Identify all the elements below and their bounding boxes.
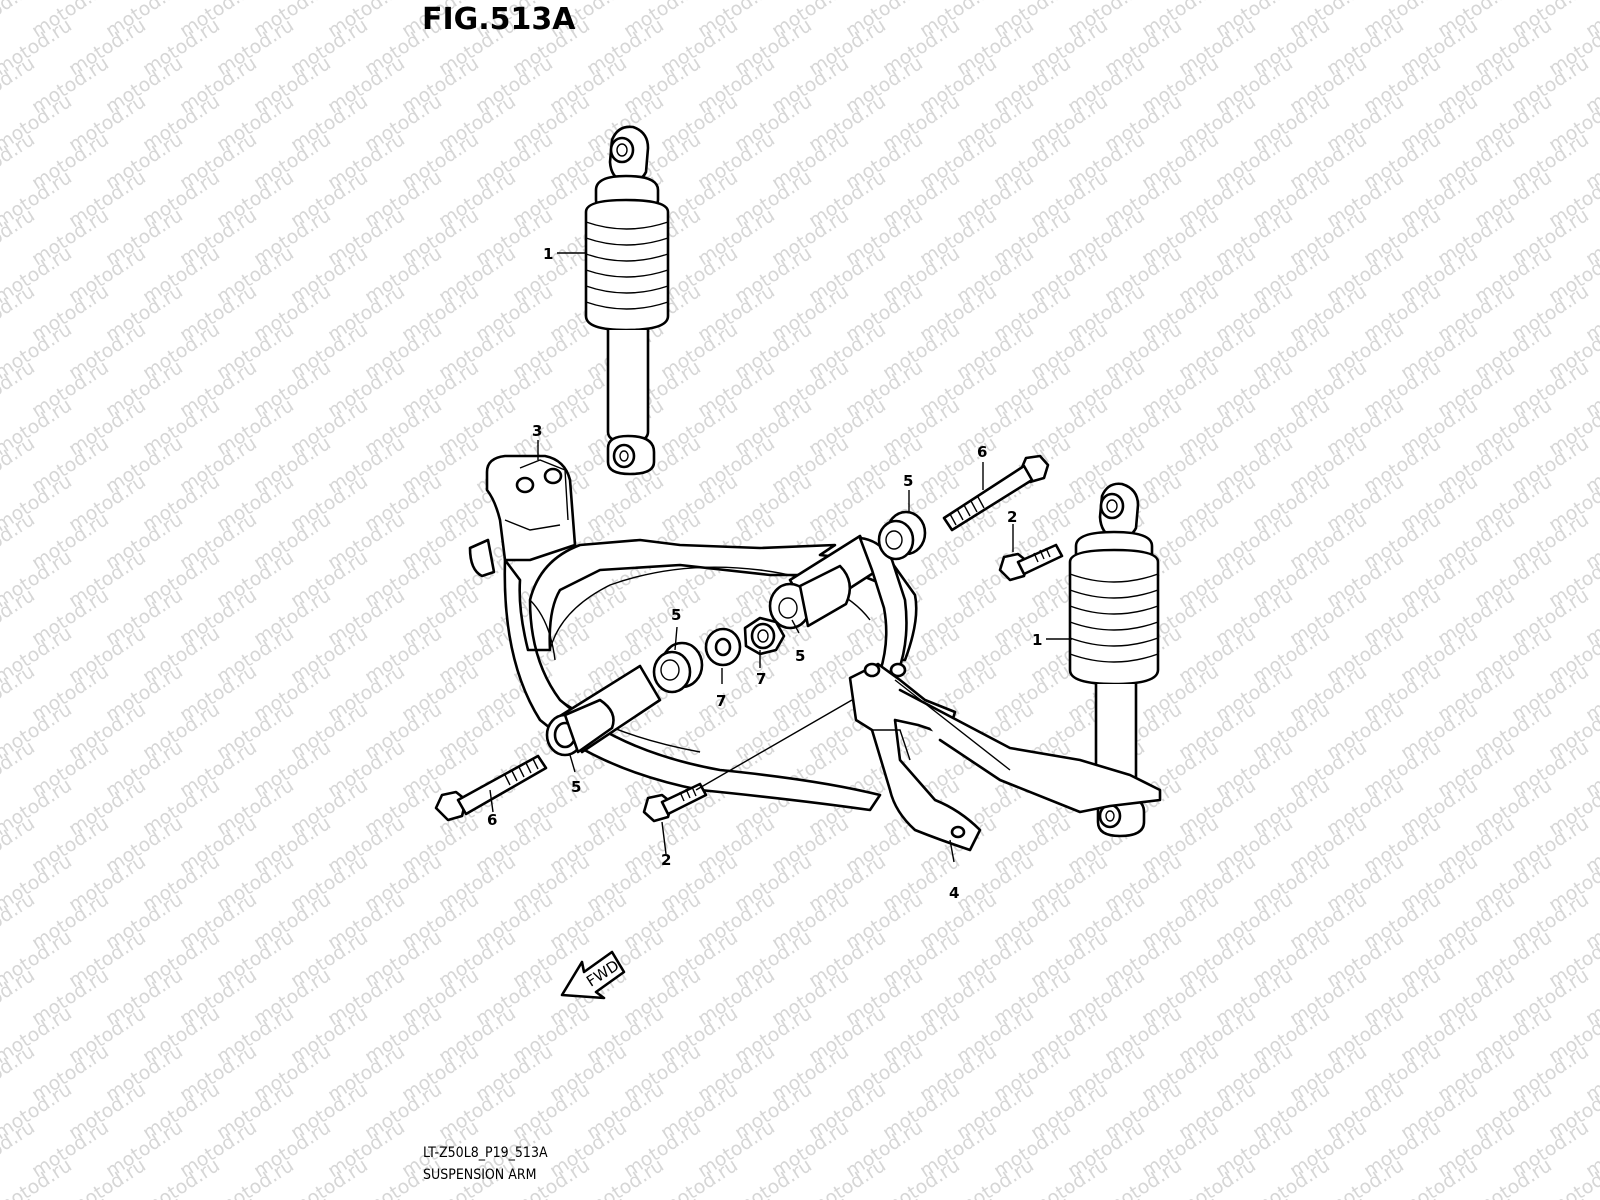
callout-5-rear-inner: 5 <box>795 647 805 665</box>
callout-3: 3 <box>532 422 542 440</box>
figure-title: FIG.513A <box>422 2 576 37</box>
fwd-arrow: FWD <box>560 950 626 1000</box>
figure-code: LT-Z50L8_P19_513A <box>423 1145 548 1161</box>
bolt-6-right <box>942 454 1050 532</box>
callout-6-left: 6 <box>487 811 497 829</box>
callout-4: 4 <box>949 884 959 902</box>
bushing-rear-inner <box>768 564 852 630</box>
shock-absorber-upper <box>584 125 670 476</box>
callout-1-upper: 1 <box>543 245 553 263</box>
bushing-front-outer <box>545 698 615 757</box>
bolt-2-right <box>998 543 1064 582</box>
callout-6-right: 6 <box>977 443 987 461</box>
nut-7b <box>743 616 786 656</box>
callout-2-right: 2 <box>1007 508 1017 526</box>
callout-5-front-inner: 5 <box>671 606 681 624</box>
bushing-front-inner <box>652 641 704 694</box>
bolt-2-lower <box>642 782 708 823</box>
leader-lines <box>489 252 1072 863</box>
bushing-rear-outer <box>877 510 927 561</box>
callout-7-nut: 7 <box>756 670 766 688</box>
figure-name: SUSPENSION ARM <box>423 1167 537 1183</box>
callout-5-rear-outer: 5 <box>903 472 913 490</box>
callouts: 1 1 2 2 3 4 5 5 5 5 6 6 7 7 <box>487 245 1042 902</box>
callout-2-lower: 2 <box>661 851 671 869</box>
callout-7-washer: 7 <box>716 692 726 710</box>
callout-1-right: 1 <box>1032 631 1042 649</box>
bolt-6-left <box>434 754 548 822</box>
callout-5-front-outer: 5 <box>571 778 581 796</box>
washer-7a <box>704 627 742 667</box>
